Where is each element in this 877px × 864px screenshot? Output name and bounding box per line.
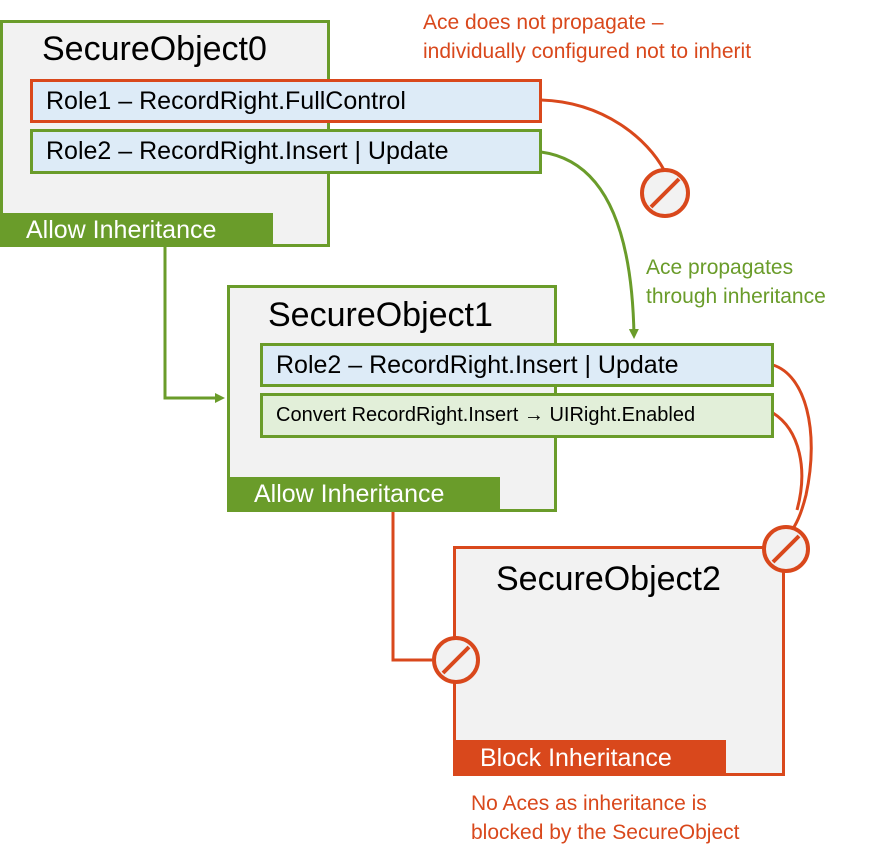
object-title: SecureObject1 bbox=[268, 296, 493, 334]
blocked-connector-convert bbox=[772, 411, 804, 511]
note-blocked: No Aces as inheritance is blocked by the… bbox=[471, 792, 740, 844]
note-not-propagate: Ace does not propagate – individually co… bbox=[423, 11, 752, 63]
object-title: SecureObject0 bbox=[42, 30, 267, 68]
no-entry-icon bbox=[762, 525, 810, 573]
ace-role1: Role1 – RecordRight.FullControl bbox=[30, 79, 542, 123]
no-entry-icon bbox=[640, 168, 690, 218]
block-inheritance-flag: Block Inheritance bbox=[453, 740, 726, 776]
allow-inheritance-flag: Allow Inheritance bbox=[227, 477, 500, 512]
ace-role2: Role2 – RecordRight.Insert | Update bbox=[260, 343, 774, 387]
ace-role2: Role2 – RecordRight.Insert | Update bbox=[30, 129, 542, 174]
allow-inheritance-flag: Allow Inheritance bbox=[0, 213, 273, 247]
object-title: SecureObject2 bbox=[496, 560, 721, 598]
inheritance-connector-0-1 bbox=[163, 247, 225, 403]
blocked-connector-inheritance bbox=[391, 512, 432, 662]
propagation-arrow bbox=[540, 150, 639, 339]
note-propagates: Ace propagates through inheritance bbox=[646, 256, 826, 308]
blocked-connector-ace bbox=[772, 363, 813, 534]
conversion-rule: Convert RecordRight.Insert → UIRight.Ena… bbox=[260, 393, 774, 438]
blocked-connector-role1 bbox=[540, 98, 666, 171]
no-entry-icon bbox=[432, 636, 480, 684]
